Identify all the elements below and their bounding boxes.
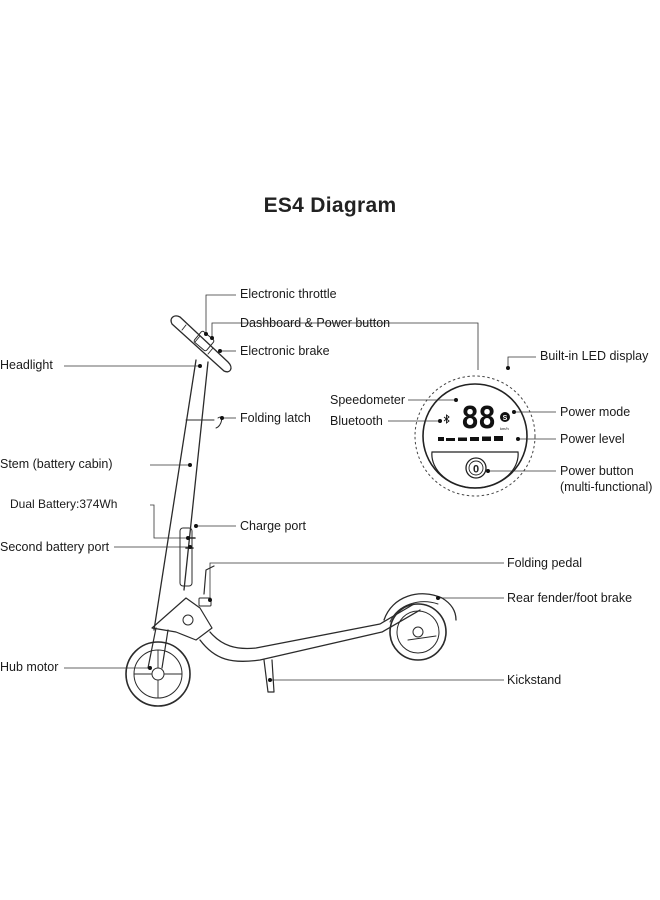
deck xyxy=(199,603,421,663)
label-folding-pedal: Folding pedal xyxy=(507,556,583,570)
label-stem: Stem (battery cabin) xyxy=(0,457,113,471)
label-power-mode: Power mode xyxy=(560,405,631,419)
label-rear-fender: Rear fender/foot brake xyxy=(507,591,633,605)
label-bluetooth: Bluetooth xyxy=(330,414,383,428)
svg-text:S: S xyxy=(503,415,508,422)
power-button-panel xyxy=(431,451,519,489)
label-electronic-brake: Electronic brake xyxy=(240,344,330,358)
label-power-button: Power button xyxy=(560,464,634,478)
label-builtin-led: Built-in LED display xyxy=(540,349,649,363)
bluetooth-icon xyxy=(443,414,450,424)
stem xyxy=(153,359,223,631)
callout-lines xyxy=(64,294,504,682)
front-wheel xyxy=(125,641,191,707)
power-button-icon xyxy=(465,457,487,479)
rear-wheel xyxy=(383,593,457,661)
speed-digits: 88 xyxy=(461,401,495,436)
label-power-button-sub: (multi-functional) xyxy=(560,480,653,494)
label-electronic-throttle: Electronic throttle xyxy=(240,287,337,301)
dashboard-detail: 0 88 km/h S xyxy=(388,356,556,497)
speed-unit: km/h xyxy=(500,426,509,431)
label-folding-latch: Folding latch xyxy=(240,411,311,425)
dashboard-outer-ring xyxy=(414,375,536,497)
fold-neck xyxy=(151,565,215,641)
label-power-level: Power level xyxy=(560,432,625,446)
power-button-symbol: 0 xyxy=(473,464,479,476)
label-hub-motor: Hub motor xyxy=(0,660,59,674)
label-charge-port: Charge port xyxy=(240,519,307,533)
scooter-illustration xyxy=(125,315,457,707)
label-headlight: Headlight xyxy=(0,358,53,372)
handlebar xyxy=(170,315,232,373)
kickstand xyxy=(263,659,275,693)
label-second-battery-port: Second battery port xyxy=(0,540,110,554)
label-speedometer: Speedometer xyxy=(330,393,406,407)
power-level-bars xyxy=(438,436,503,441)
label-dashboard-power-button: Dashboard & Power button xyxy=(240,316,391,330)
label-dual-battery: Dual Battery:374Wh xyxy=(10,497,118,511)
label-kickstand: Kickstand xyxy=(507,673,562,687)
power-mode-icon xyxy=(500,412,510,422)
page-title: ES4 Diagram xyxy=(263,194,397,217)
